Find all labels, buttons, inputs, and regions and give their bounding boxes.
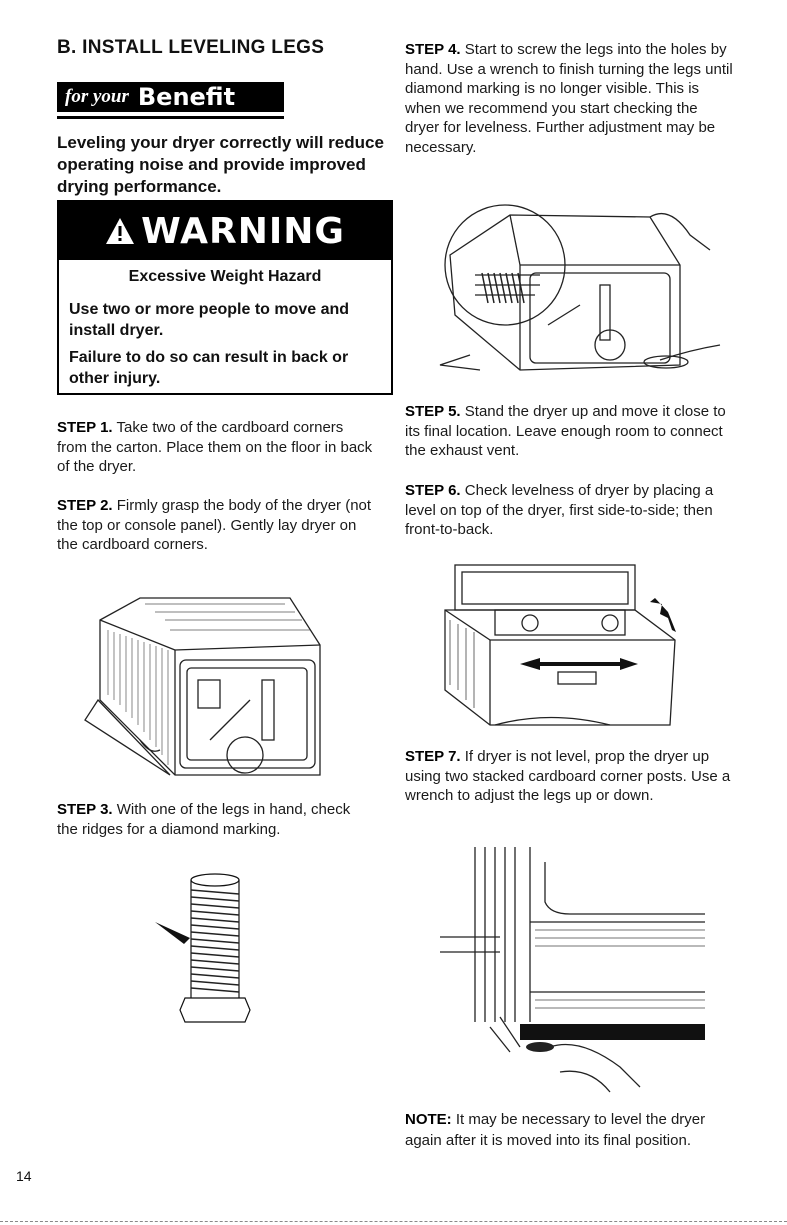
bottom-rule — [0, 1221, 787, 1222]
warning-line-2: Failure to do so can result in back or o… — [69, 349, 349, 387]
step-label: STEP 1. — [57, 419, 113, 436]
benefit-banner: for your Benefit — [57, 82, 284, 112]
warning-title: WARNING — [141, 210, 345, 252]
warning-line-1: Use two or more people to move and insta… — [69, 301, 350, 339]
dryer-on-back-illustration — [84, 597, 321, 776]
level-on-dryer-illustration — [444, 564, 676, 726]
page-number: 14 — [16, 1168, 32, 1184]
step-4: STEP 4. Start to screw the legs into the… — [405, 40, 735, 157]
step-text: Stand the dryer up and move it close to … — [405, 403, 726, 459]
note: NOTE: It may be necessary to level the d… — [405, 1109, 740, 1151]
step-label: STEP 3. — [57, 801, 113, 818]
step-text: Firmly grasp the body of the dryer (not … — [57, 497, 372, 553]
warning-triangle-icon — [106, 218, 135, 244]
step-text: Start to screw the legs into the holes b… — [405, 41, 733, 156]
step-label: STEP 7. — [405, 748, 461, 765]
benefit-prefix: for your — [65, 86, 129, 107]
step-text: If dryer is not level, prop the dryer up… — [405, 748, 731, 804]
step-3: STEP 3. With one of the legs in hand, ch… — [57, 800, 357, 839]
step-label: STEP 4. — [405, 41, 461, 58]
step-text: With one of the legs in hand, check the … — [57, 801, 351, 838]
note-label: NOTE: — [405, 1111, 452, 1128]
step-1: STEP 1. Take two of the cardboard corner… — [57, 418, 377, 477]
step-5: STEP 5. Stand the dryer up and move it c… — [405, 402, 740, 461]
step-text: Take two of the cardboard corners from t… — [57, 419, 373, 475]
warning-box: WARNING Excessive Weight Hazard Use two … — [57, 200, 393, 395]
note-text: It may be necessary to level the dryer a… — [405, 1111, 706, 1149]
step-7: STEP 7. If dryer is not level, prop the … — [405, 747, 740, 806]
step-text: Check levelness of dryer by placing a le… — [405, 482, 714, 538]
screw-legs-illustration — [439, 204, 721, 371]
step-label: STEP 5. — [405, 403, 461, 420]
lead-text: Leveling your dryer correctly will reduc… — [57, 133, 384, 196]
step-6: STEP 6. Check levelness of dryer by plac… — [405, 481, 735, 540]
warning-header: WARNING — [59, 202, 391, 260]
wrench-adjust-illustration — [440, 847, 705, 1093]
warning-subtitle: Excessive Weight Hazard — [128, 268, 322, 285]
benefit-underline — [57, 116, 284, 119]
step-label: STEP 6. — [405, 482, 461, 499]
benefit-word: Benefit — [137, 83, 236, 111]
step-label: STEP 2. — [57, 497, 113, 514]
leveling-leg-illustration — [155, 873, 251, 1023]
step-2: STEP 2. Firmly grasp the body of the dry… — [57, 496, 377, 555]
section-title: B. INSTALL LEVELING LEGS — [57, 37, 325, 58]
